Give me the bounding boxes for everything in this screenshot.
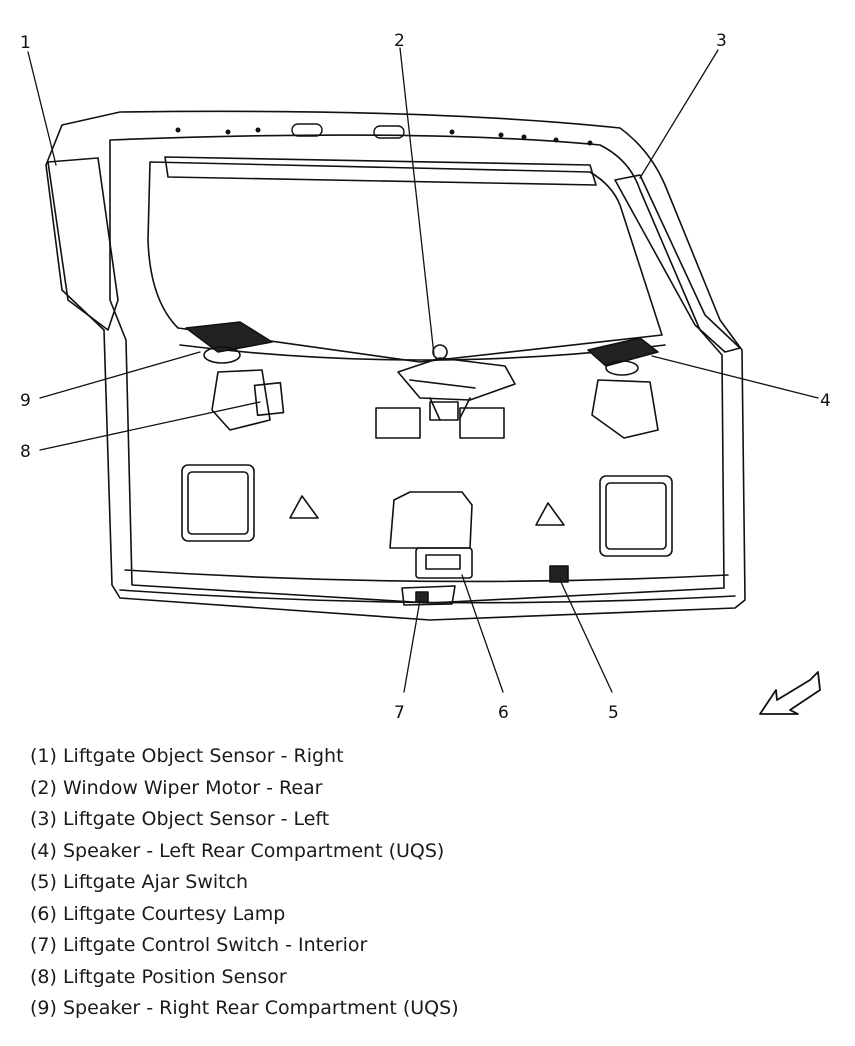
leader-lines [27, 47, 819, 693]
liftgate-courtesy-lamp [415, 547, 473, 579]
right-triangle [535, 502, 565, 526]
center-housing [389, 491, 473, 549]
center-tab-right [459, 407, 505, 439]
left-pocket [211, 369, 271, 431]
legend-item: (8) Liftgate Position Sensor [30, 965, 287, 988]
speaker-left-rear [587, 337, 659, 376]
component-legend: (1) Liftgate Object Sensor - Right (2) W… [30, 741, 459, 1025]
left-cutout-inner [187, 471, 249, 535]
right-cutout [599, 475, 673, 557]
center-tab-left [375, 407, 421, 439]
callout-4: 4 [820, 391, 831, 411]
right-cutout-inner [605, 482, 667, 550]
legend-item: (2) Window Wiper Motor - Rear [30, 776, 323, 799]
direction-arrow-icon [759, 671, 821, 715]
legend-item: (3) Liftgate Object Sensor - Left [30, 808, 330, 830]
glass-opening [147, 161, 663, 363]
top-slots [291, 123, 405, 139]
lower-panel-line-2 [119, 589, 736, 604]
liftgate-inner-frame [109, 134, 725, 604]
legend-item: (1) Liftgate Object Sensor - Right [30, 745, 344, 767]
callout-2: 2 [394, 31, 405, 51]
legend-item: (6) Liftgate Courtesy Lamp [30, 902, 286, 925]
left-cutout [181, 464, 255, 542]
legend-item: (9) Speaker - Right Rear Compartment (UQ… [30, 997, 459, 1019]
callout-3: 3 [716, 31, 727, 51]
left-triangle [289, 495, 319, 519]
callout-1: 1 [20, 33, 31, 53]
mounting-holes [175, 127, 593, 146]
header-rail [164, 156, 597, 186]
legend-item: (5) Liftgate Ajar Switch [30, 871, 249, 893]
liftgate-position-sensor [253, 381, 285, 417]
window-wiper-motor [397, 344, 516, 421]
right-pocket [591, 379, 659, 439]
left-side-trim [47, 157, 119, 331]
liftgate-diagram: 1 2 3 4 5 6 7 8 9 [20, 31, 831, 723]
right-side-trim [614, 174, 741, 353]
callout-7: 7 [394, 703, 405, 723]
speaker-right-rear [185, 321, 273, 364]
callout-5: 5 [608, 703, 619, 723]
liftgate-control-switch [401, 585, 456, 606]
liftgate-ajar-switch [549, 565, 569, 583]
liftgate-outer-panel [45, 110, 746, 621]
legend-item: (7) Liftgate Control Switch - Interior [30, 934, 368, 956]
lower-panel-line [124, 569, 729, 583]
callout-9: 9 [20, 391, 31, 411]
callout-6: 6 [498, 703, 509, 723]
callout-8: 8 [20, 442, 31, 462]
legend-item: (4) Speaker - Left Rear Compartment (UQS… [30, 839, 445, 862]
